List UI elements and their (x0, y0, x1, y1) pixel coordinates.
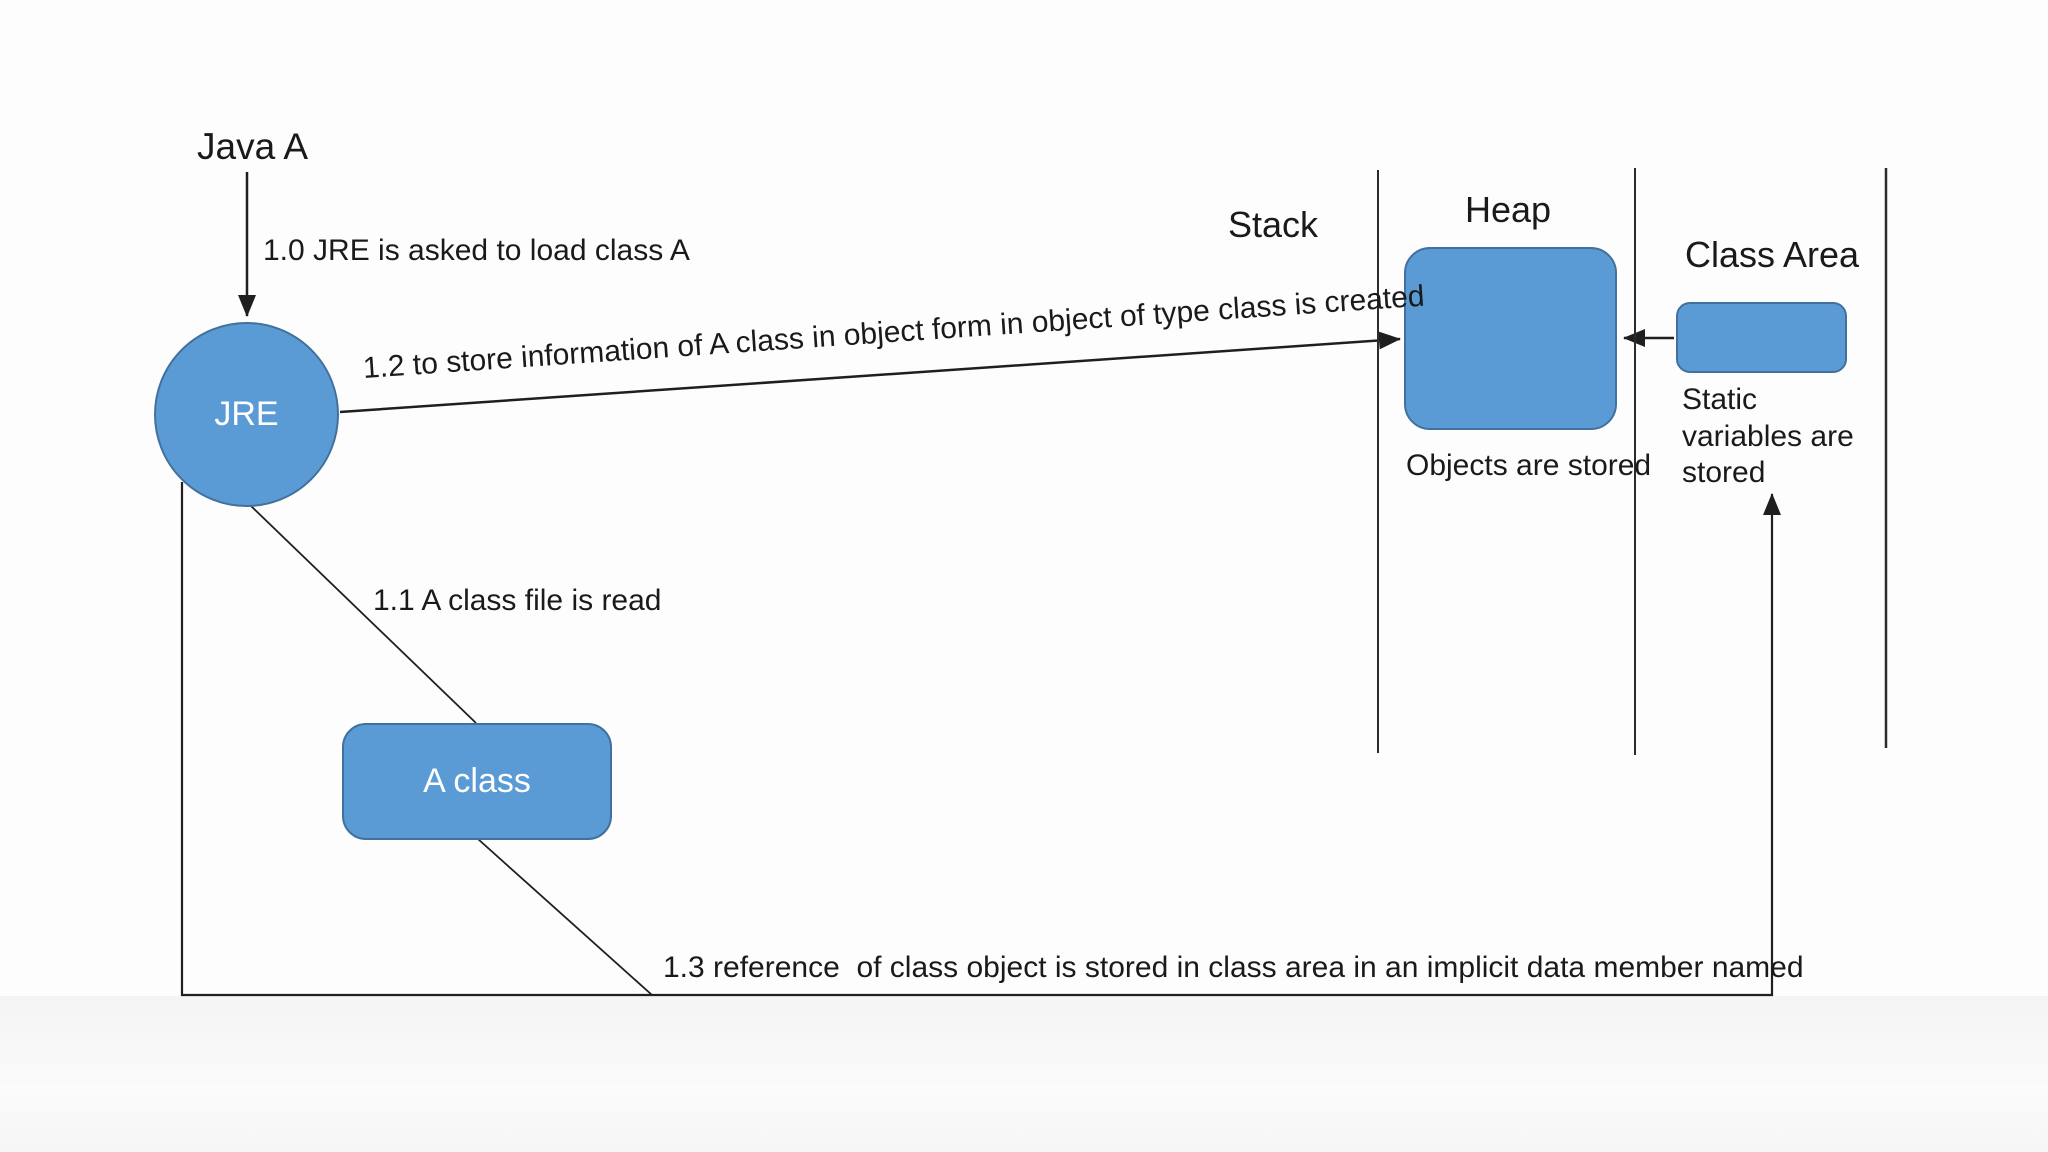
arrow-jre-to-heap (339, 331, 1401, 414)
bottom-background-band (0, 996, 2048, 1152)
line-jre-to-aclass (250, 505, 477, 724)
line-aclass-to-bottom (477, 838, 653, 996)
static-variables-caption: Static variables are stored (1682, 383, 1854, 490)
a-class-node-label: A class (423, 762, 531, 800)
edge-1-0-label: 1.0 JRE is asked to load class A (263, 234, 690, 267)
heap-region-label: Heap (1464, 189, 1552, 230)
jre-node: JRE (154, 322, 339, 507)
class-area-box (1676, 302, 1847, 373)
jre-node-label: JRE (214, 395, 279, 433)
a-class-node: A class (342, 723, 612, 840)
stack-region-label: Stack (1227, 204, 1319, 245)
class-area-region-label: Class Area (1684, 234, 1860, 275)
objects-stored-caption: Objects are stored (1406, 449, 1652, 482)
heap-box (1404, 247, 1617, 430)
edge-1-3-label: 1.3 reference of class object is stored … (663, 951, 1804, 984)
arrow-loop-to-classarea (180, 482, 1781, 997)
edge-1-1-label: 1.1 A class file is read (373, 584, 662, 617)
java-a-label: Java A (197, 126, 309, 167)
